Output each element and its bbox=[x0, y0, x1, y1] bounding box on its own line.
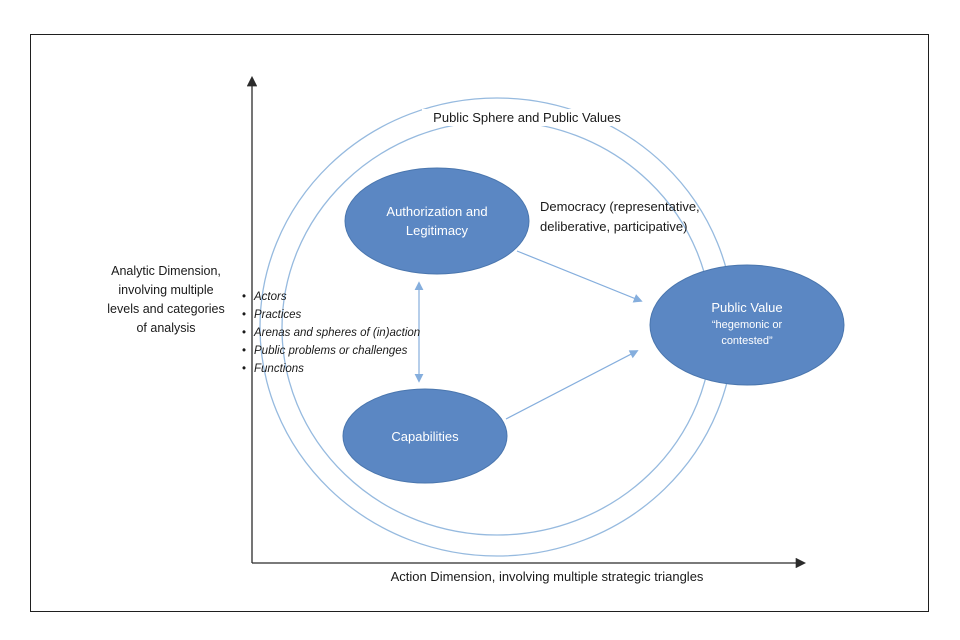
elements-bullet-list: Actors Practices Arenas and spheres of (… bbox=[240, 288, 420, 378]
public-value-title: Public Value bbox=[711, 300, 783, 315]
authorization-node-line: Authorization and bbox=[386, 204, 488, 219]
authorization-node-label: Authorization and Legitimacy bbox=[347, 202, 527, 240]
public-sphere-label: Public Sphere and Public Values bbox=[422, 109, 632, 126]
capabilities-node-label: Capabilities bbox=[391, 429, 459, 444]
bullet-item: Actors bbox=[240, 288, 420, 306]
capabilities-publicvalue-arrow bbox=[505, 350, 639, 420]
bullet-item: Practices bbox=[240, 306, 420, 324]
authorization-node-line: Legitimacy bbox=[405, 223, 469, 238]
authorization-ellipse bbox=[344, 167, 530, 275]
diagram-border-frame bbox=[30, 34, 929, 612]
public-value-subtitle: “hegemonic or contested” bbox=[711, 319, 783, 347]
public-value-ellipse bbox=[649, 264, 845, 386]
bullet-item: Public problems or challenges bbox=[240, 342, 420, 360]
y-axis-label-line: levels and categories bbox=[107, 302, 225, 316]
public-value-node-label: Public Value “hegemonic or contested” bbox=[657, 299, 837, 349]
y-axis-label: Analytic Dimension, involving multiple l… bbox=[86, 262, 246, 338]
y-axis-label-line: Analytic Dimension, bbox=[111, 264, 221, 278]
democracy-note-line: deliberative, participative) bbox=[540, 219, 688, 234]
y-axis-label-line: involving multiple bbox=[118, 283, 214, 297]
democracy-note-line: Democracy (representative, bbox=[540, 199, 700, 214]
authorization-publicvalue-arrow bbox=[516, 250, 643, 303]
bullet-item: Arenas and spheres of (in)action bbox=[240, 324, 420, 342]
democracy-note: Democracy (representative, deliberative,… bbox=[540, 197, 700, 237]
bullet-item: Functions bbox=[240, 360, 420, 378]
x-axis-label: Action Dimension, involving multiple str… bbox=[390, 569, 704, 584]
capabilities-ellipse bbox=[342, 388, 508, 484]
y-axis-label-line: of analysis bbox=[136, 321, 196, 335]
